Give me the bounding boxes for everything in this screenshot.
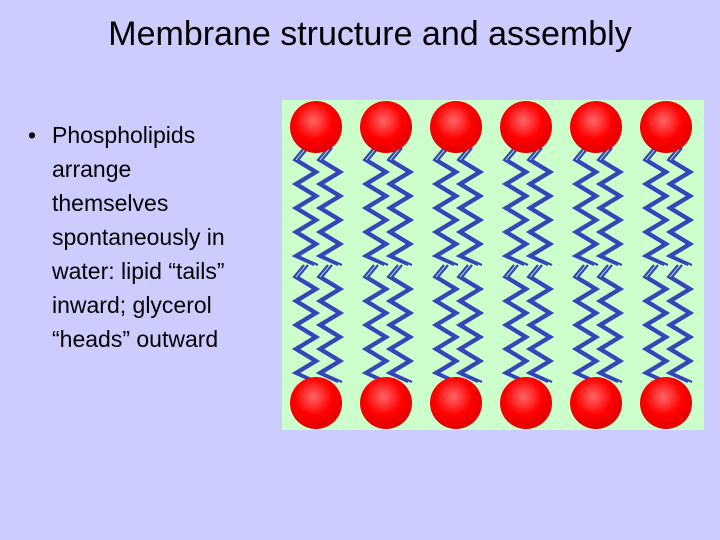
glycerol-head <box>570 101 622 153</box>
bullet-dot-icon: • <box>28 118 52 152</box>
glycerol-head <box>430 101 482 153</box>
glycerol-head <box>640 101 692 153</box>
slide-title: Membrane structure and assembly <box>0 12 720 56</box>
bullet-list: • Phospholipids arrange themselves spont… <box>28 118 278 356</box>
phospholipid-pair <box>430 101 482 429</box>
lipid-bilayer-diagram <box>282 100 704 430</box>
glycerol-head <box>500 101 552 153</box>
glycerol-head <box>360 101 412 153</box>
phospholipid-pair <box>360 101 412 429</box>
phospholipid-pair <box>500 101 552 429</box>
glycerol-head <box>290 377 342 429</box>
bullet-item: • Phospholipids arrange themselves spont… <box>28 118 278 356</box>
phospholipid-pair <box>290 101 342 429</box>
phospholipid-pair <box>570 101 622 429</box>
bullet-text: Phospholipids arrange themselves spontan… <box>52 118 278 356</box>
glycerol-head <box>290 101 342 153</box>
glycerol-head <box>570 377 622 429</box>
lipid-bilayer-figure <box>282 100 704 430</box>
glycerol-head <box>430 377 482 429</box>
phospholipid-pair <box>640 101 692 429</box>
glycerol-head <box>500 377 552 429</box>
glycerol-head <box>640 377 692 429</box>
glycerol-head <box>360 377 412 429</box>
